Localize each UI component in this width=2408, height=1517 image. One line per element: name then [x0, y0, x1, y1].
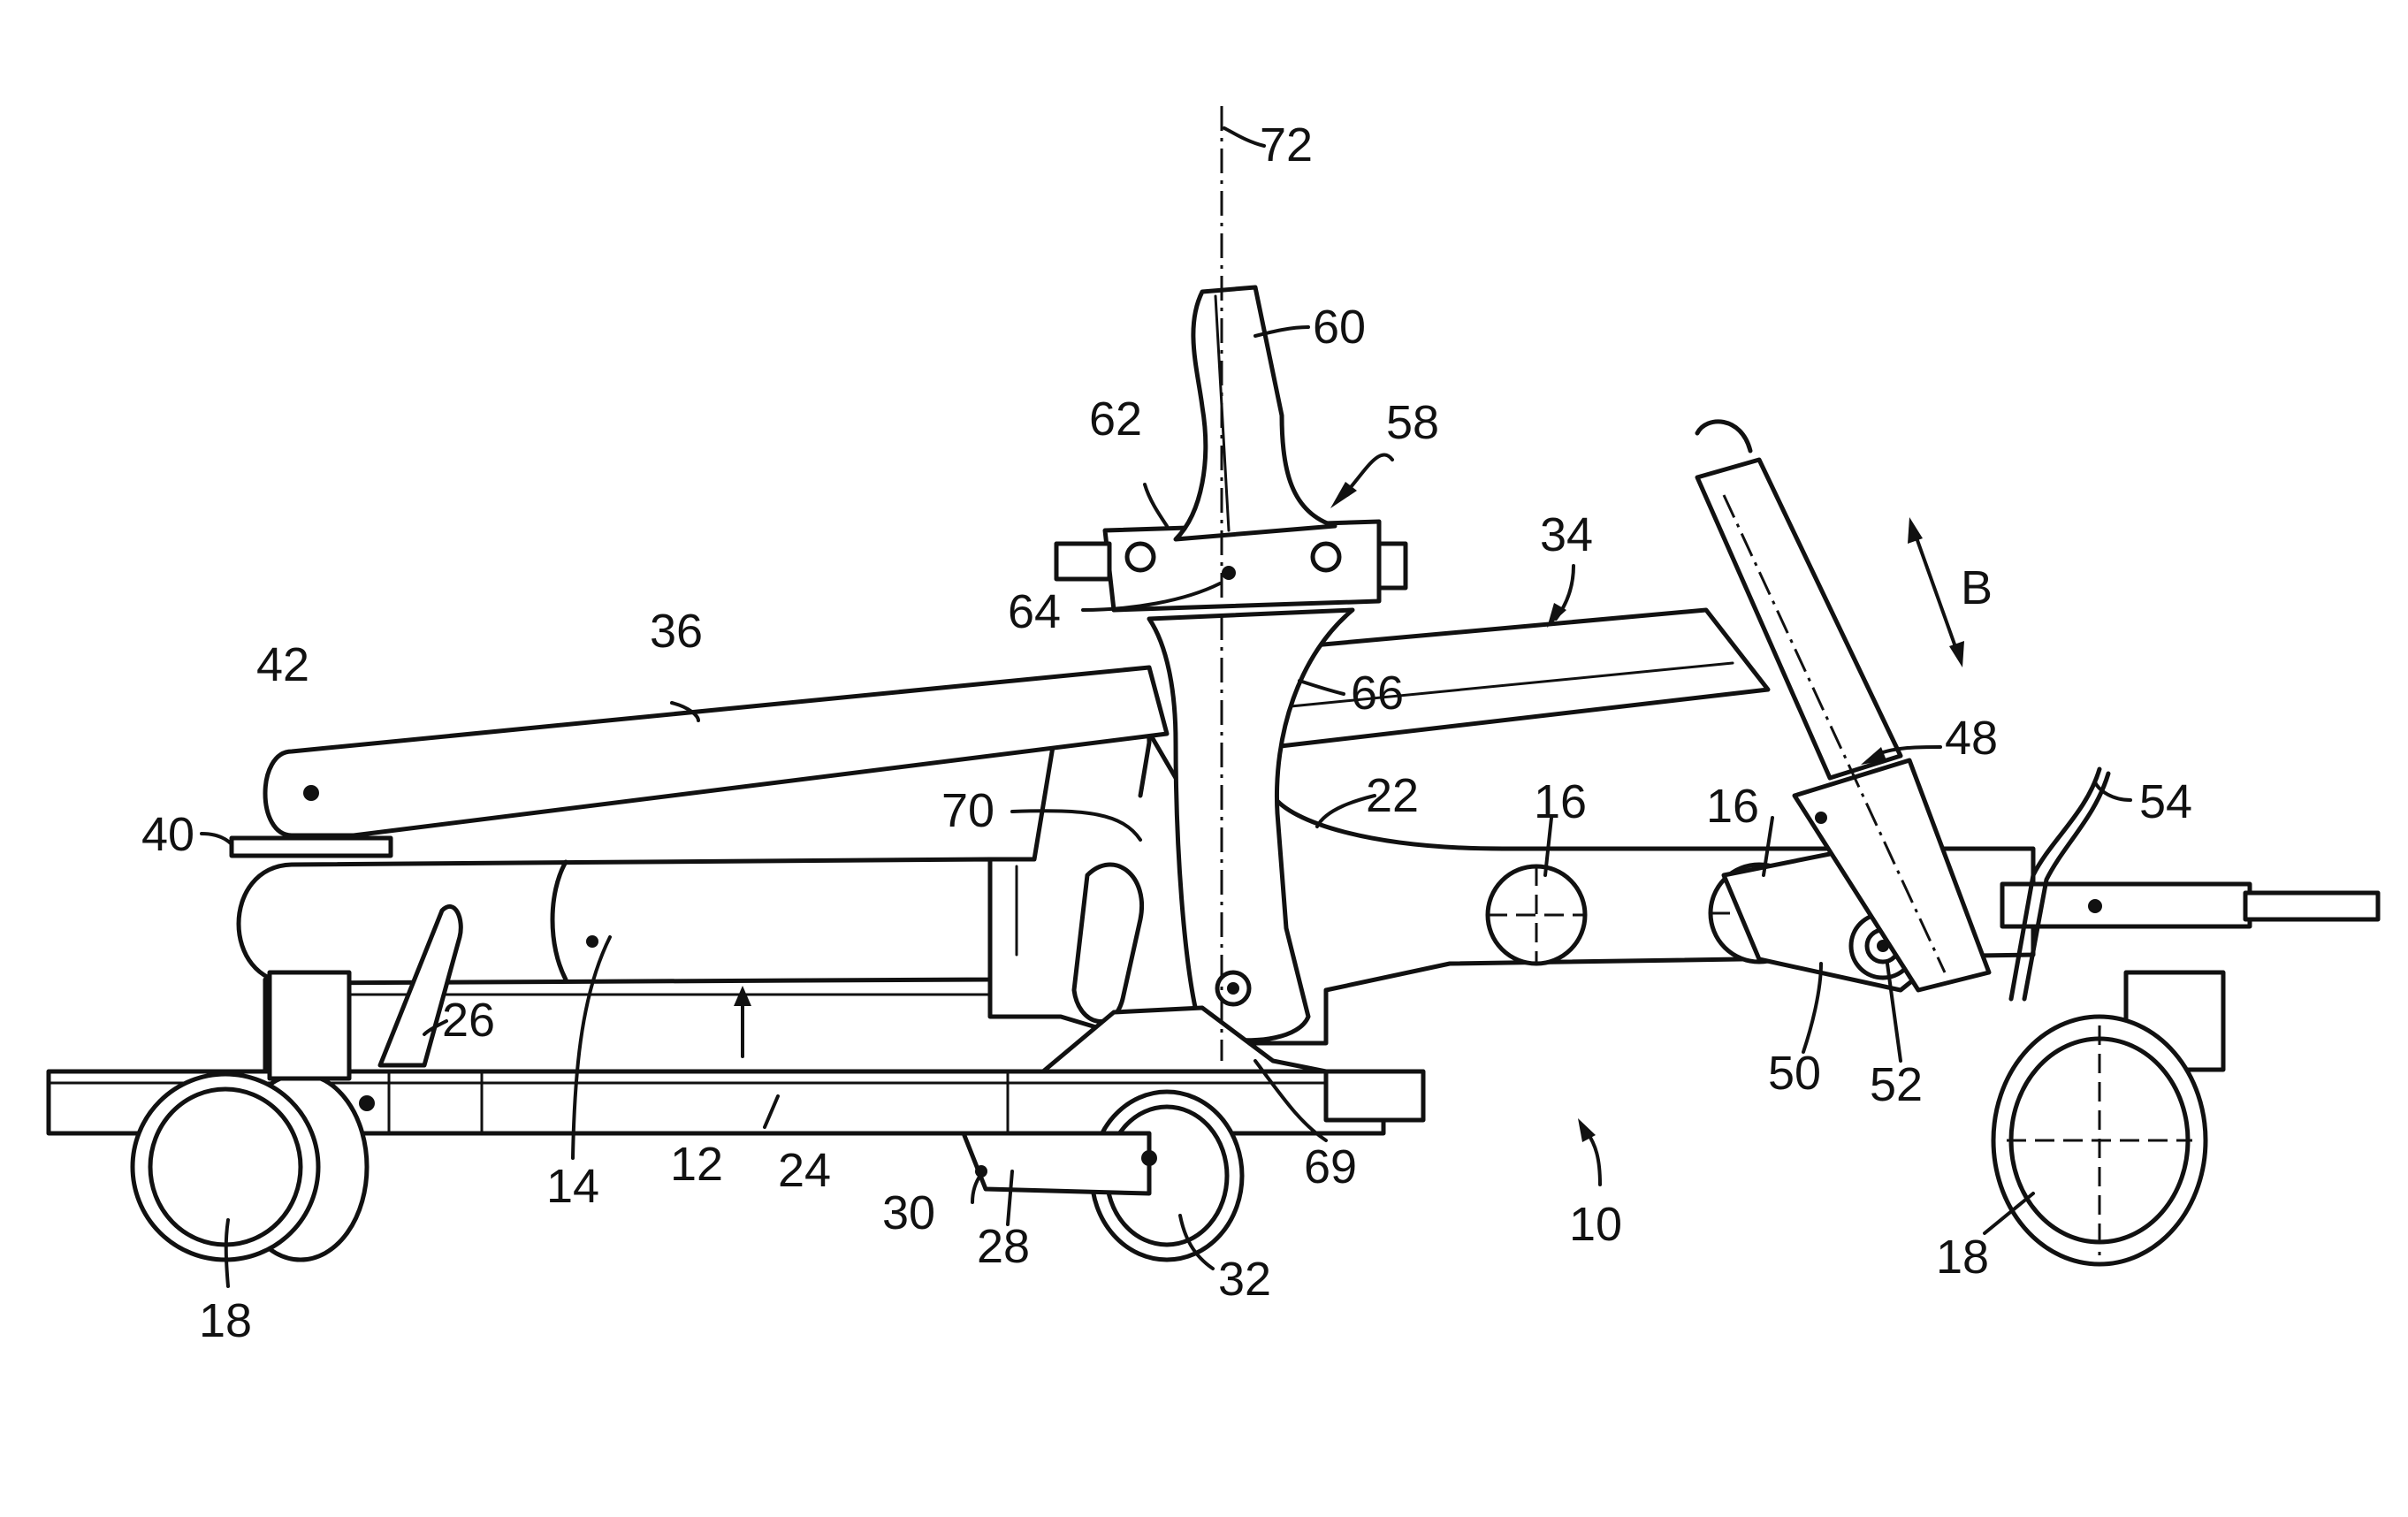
label-B: B — [1961, 561, 1993, 614]
label-28: 28 — [977, 1220, 1030, 1273]
label-60: 60 — [1313, 301, 1366, 354]
arrow-34 — [1547, 566, 1574, 628]
label-30: 30 — [882, 1186, 935, 1239]
label-10: 10 — [1569, 1198, 1622, 1251]
label-48: 48 — [1945, 712, 1998, 765]
beam-34 — [1264, 610, 1768, 747]
label-52: 52 — [1870, 1058, 1923, 1111]
arrow-B — [1908, 517, 1964, 667]
arrow-58 — [1330, 455, 1392, 508]
label-64: 64 — [1008, 585, 1061, 638]
label-22: 22 — [1366, 769, 1419, 822]
plate-40 — [232, 838, 391, 856]
label-54: 54 — [2139, 775, 2192, 828]
label-14: 14 — [546, 1160, 599, 1213]
label-16-a: 16 — [1534, 775, 1587, 828]
label-69: 69 — [1304, 1140, 1357, 1193]
label-32: 32 — [1218, 1253, 1271, 1306]
label-18-a: 18 — [199, 1294, 252, 1347]
arrow-10 — [1578, 1118, 1600, 1185]
wheel-18-right — [1993, 972, 2223, 1264]
label-70: 70 — [941, 784, 994, 837]
handle-60 — [1176, 287, 1335, 539]
label-12: 12 — [670, 1138, 723, 1191]
label-40: 40 — [141, 808, 194, 861]
label-18-b: 18 — [1936, 1231, 1989, 1284]
label-50: 50 — [1768, 1047, 1821, 1100]
label-62: 62 — [1089, 393, 1142, 446]
label-24: 24 — [778, 1144, 831, 1197]
label-26: 26 — [442, 994, 495, 1047]
label-66: 66 — [1351, 667, 1404, 720]
label-16-b: 16 — [1706, 780, 1759, 833]
label-36: 36 — [650, 605, 703, 658]
label-42: 42 — [256, 638, 309, 691]
cylinder-14 — [239, 859, 990, 983]
label-58: 58 — [1386, 396, 1439, 449]
label-72: 72 — [1260, 118, 1313, 172]
wheel-18-left — [133, 972, 367, 1260]
label-34: 34 — [1540, 508, 1593, 561]
arm-28 — [964, 1133, 1157, 1193]
